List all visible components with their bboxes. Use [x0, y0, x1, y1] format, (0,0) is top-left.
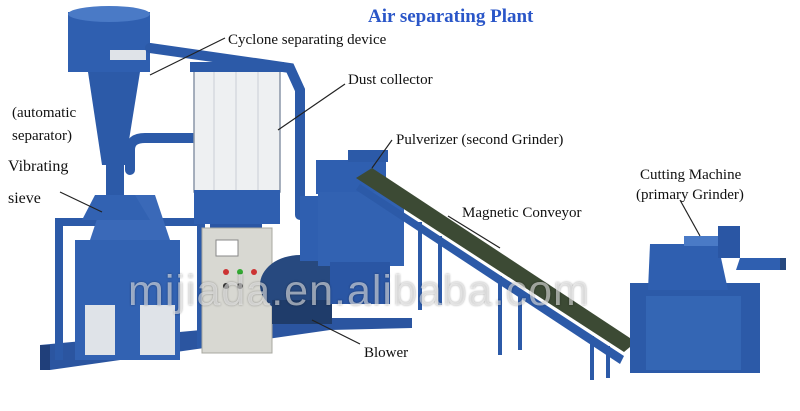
label-dust-collector: Dust collector — [348, 72, 433, 88]
label-magnetic-conveyor: Magnetic Conveyor — [462, 205, 582, 221]
label-vibrating: Vibrating — [8, 158, 69, 175]
dust-collector — [190, 62, 284, 242]
label-blower: Blower — [364, 345, 409, 361]
label-separator: separator) — [12, 128, 72, 144]
label-cyclone: Cyclone separating device — [228, 32, 387, 48]
label-sieve: sieve — [8, 190, 41, 207]
cyclone-separator — [68, 6, 150, 220]
watermark: mijiada.en.alibaba.com — [128, 267, 590, 315]
label-automatic: (automatic — [12, 105, 77, 121]
vibrating-sieve-frame — [55, 195, 205, 360]
label-pulverizer: Pulverizer (second Grinder) — [396, 132, 564, 148]
cutting-machine — [630, 226, 786, 373]
control-cabinet — [201, 227, 273, 354]
plant-title: Air separating Plant — [368, 6, 534, 27]
label-primary-grinder: (primary Grinder) — [636, 187, 744, 203]
magnetic-conveyor — [356, 168, 636, 380]
label-leader-lines — [59, 37, 701, 345]
label-cutting-machine: Cutting Machine — [640, 167, 742, 183]
